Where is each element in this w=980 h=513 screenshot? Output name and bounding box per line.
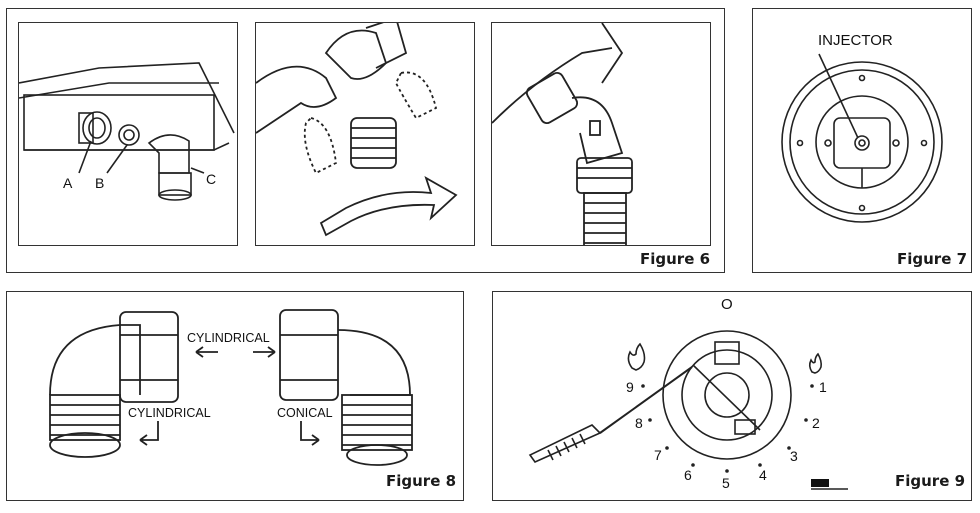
cylindrical-top-label: CYLINDRICAL bbox=[187, 331, 270, 345]
label-c: C bbox=[206, 171, 217, 187]
figure-9-caption: Figure 9 bbox=[895, 472, 966, 490]
figure-8-frame bbox=[6, 291, 464, 501]
dial-number-2: 2 bbox=[812, 415, 820, 431]
figure-9-frame bbox=[492, 291, 972, 501]
connections-illustration bbox=[19, 62, 235, 201]
figure-6-panel-connections: A B C bbox=[18, 22, 238, 246]
dial-number-8: 8 bbox=[635, 415, 643, 431]
conical-label: CONICAL bbox=[277, 406, 333, 420]
hose-illustration bbox=[492, 23, 633, 245]
figure-6-panel-hose bbox=[491, 22, 711, 246]
dial-number-9: 9 bbox=[626, 379, 634, 395]
dial-number-5: 5 bbox=[722, 475, 730, 491]
figure-6-caption: Figure 6 bbox=[640, 250, 711, 268]
figure-8-caption: Figure 8 bbox=[386, 472, 457, 490]
label-b: B bbox=[95, 175, 105, 191]
label-a: A bbox=[63, 175, 73, 191]
figure-7-caption: Figure 7 bbox=[897, 250, 968, 268]
wrench-illustration bbox=[256, 23, 458, 237]
dial-number-4: 4 bbox=[759, 467, 767, 483]
injector-label: INJECTOR bbox=[818, 32, 893, 49]
figure-6-panel-wrenches bbox=[255, 22, 475, 246]
dial-number-6: 6 bbox=[684, 467, 692, 483]
dial-number-7: 7 bbox=[654, 447, 662, 463]
dial-number-1: 1 bbox=[819, 379, 827, 395]
dial-number-3: 3 bbox=[790, 448, 798, 464]
dial-off-symbol: O bbox=[721, 296, 733, 313]
cylindrical-bottom-label: CYLINDRICAL bbox=[128, 406, 211, 420]
